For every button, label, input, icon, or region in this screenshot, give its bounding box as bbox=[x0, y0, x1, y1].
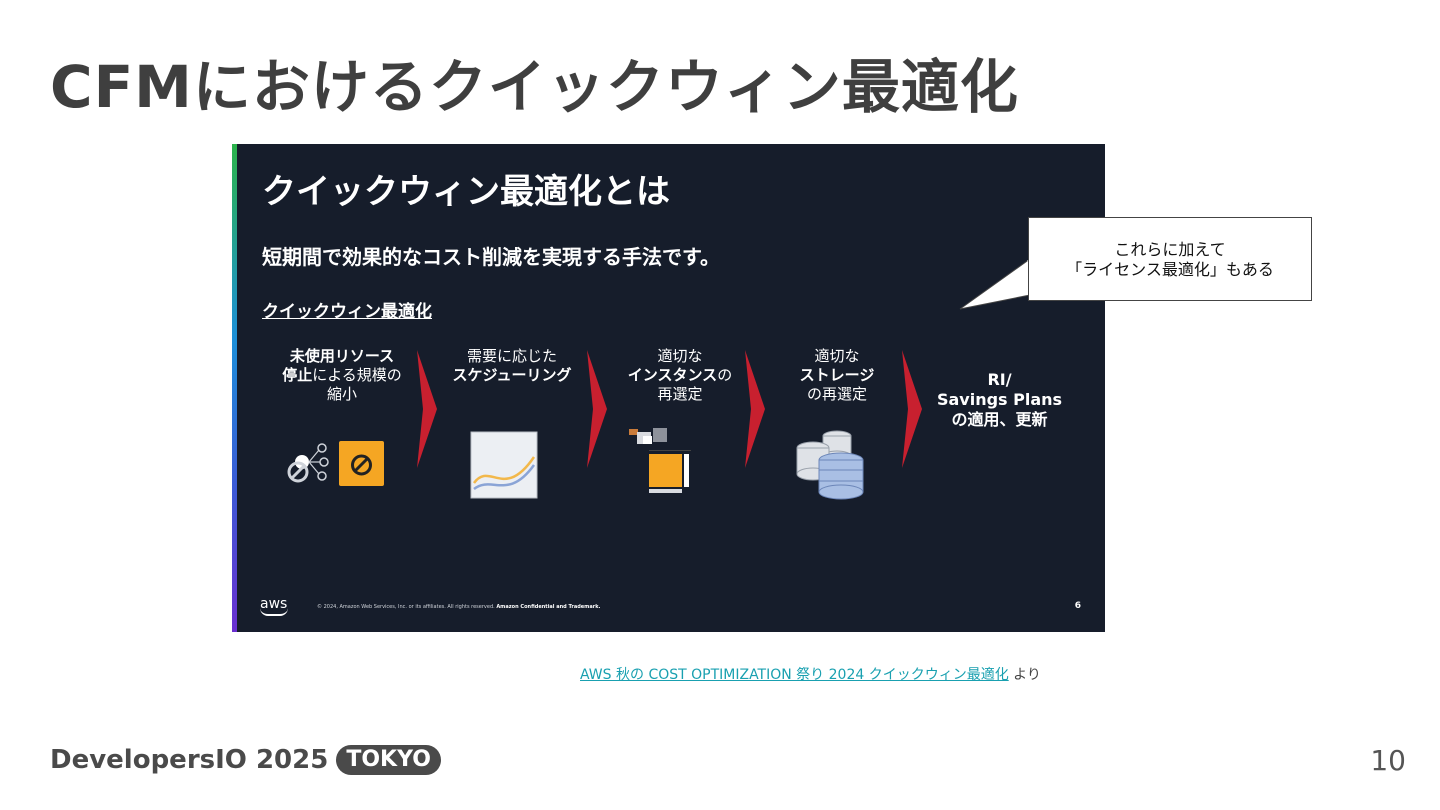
step-instance-reselect: 適切な インスタンスの 再選定 bbox=[605, 347, 755, 404]
stop-resources-icon bbox=[284, 436, 389, 491]
step-storage-reselect: 適切な ストレージ の再選定 bbox=[762, 347, 912, 404]
step-text: 再選定 bbox=[605, 385, 755, 404]
step-text: 適切な bbox=[762, 347, 912, 366]
copyright-bold-text: Amazon Confidential and Trademark. bbox=[496, 604, 600, 610]
slide-accent-bar bbox=[232, 144, 237, 632]
aws-logo-text: aws bbox=[260, 596, 287, 612]
step-text: RI/ bbox=[927, 370, 1072, 390]
callout-line: これらに加えて bbox=[1029, 240, 1311, 260]
callout-text: これらに加えて 「ライセンス最適化」もある bbox=[1029, 240, 1311, 280]
step-text: 未使用リソース bbox=[290, 347, 394, 365]
step-text: Savings Plans bbox=[927, 390, 1072, 410]
step-scheduling: 需要に応じた スケジューリング bbox=[437, 347, 587, 385]
step-text: の適用、更新 bbox=[927, 410, 1072, 430]
step-text: インスタンス bbox=[628, 366, 717, 384]
step-text: ストレージ bbox=[762, 366, 912, 385]
slide-copyright: © 2024, Amazon Web Services, Inc. or its… bbox=[317, 604, 600, 610]
scheduling-chart-icon bbox=[470, 431, 538, 499]
step-arrow bbox=[902, 350, 922, 468]
slide-subtitle: 短期間で効果的なコスト削減を実現する手法です。 bbox=[262, 241, 720, 270]
embedded-slide-image: クイックウィン最適化とは 短期間で効果的なコスト削減を実現する手法です。 クイッ… bbox=[232, 144, 1105, 632]
storage-database-icon bbox=[795, 428, 867, 500]
step-text: による規模の bbox=[312, 366, 402, 384]
page-number: 10 bbox=[1370, 744, 1406, 777]
copyright-text: © 2024, Amazon Web Services, Inc. or its… bbox=[317, 604, 495, 610]
page-title: CFMにおけるクイックウィン最適化 bbox=[50, 40, 1019, 124]
source-citation: AWS 秋の COST OPTIMIZATION 祭り 2024 クイックウィン… bbox=[580, 664, 1041, 684]
step-text: 需要に応じた bbox=[437, 347, 587, 366]
step-text: 適切な bbox=[605, 347, 755, 366]
step-text: 縮小 bbox=[267, 385, 417, 404]
footer-badge: TOKYO bbox=[336, 745, 441, 775]
step-arrow bbox=[417, 350, 437, 468]
step-text: の bbox=[717, 366, 732, 384]
callout-tail bbox=[958, 258, 1032, 312]
step-arrow bbox=[587, 350, 607, 468]
step-unused-resources: 未使用リソース 停止による規模の 縮小 bbox=[267, 347, 417, 404]
step-text: 停止 bbox=[282, 366, 312, 384]
aws-logo: aws bbox=[260, 596, 288, 616]
callout-box: これらに加えて 「ライセンス最適化」もある bbox=[1028, 217, 1312, 301]
footer-brand-text: DevelopersIO 2025 bbox=[50, 745, 328, 775]
step-text: スケジューリング bbox=[437, 366, 587, 385]
slide-title: クイックウィン最適化とは bbox=[262, 164, 670, 213]
source-suffix: より bbox=[1009, 667, 1041, 683]
step-arrow bbox=[745, 350, 765, 468]
callout-line: 「ライセンス最適化」もある bbox=[1029, 260, 1311, 280]
step-ri-savings-plans: RI/ Savings Plans の適用、更新 bbox=[927, 370, 1072, 430]
slide-page-number: 6 bbox=[1075, 601, 1081, 611]
footer-brand: DevelopersIO 2025 TOKYO bbox=[50, 745, 441, 775]
source-link[interactable]: AWS 秋の COST OPTIMIZATION 祭り 2024 クイックウィン… bbox=[580, 667, 1009, 683]
step-text: の再選定 bbox=[762, 385, 912, 404]
slide-section-label: クイックウィン最適化 bbox=[262, 297, 432, 322]
instance-icon bbox=[627, 426, 692, 496]
